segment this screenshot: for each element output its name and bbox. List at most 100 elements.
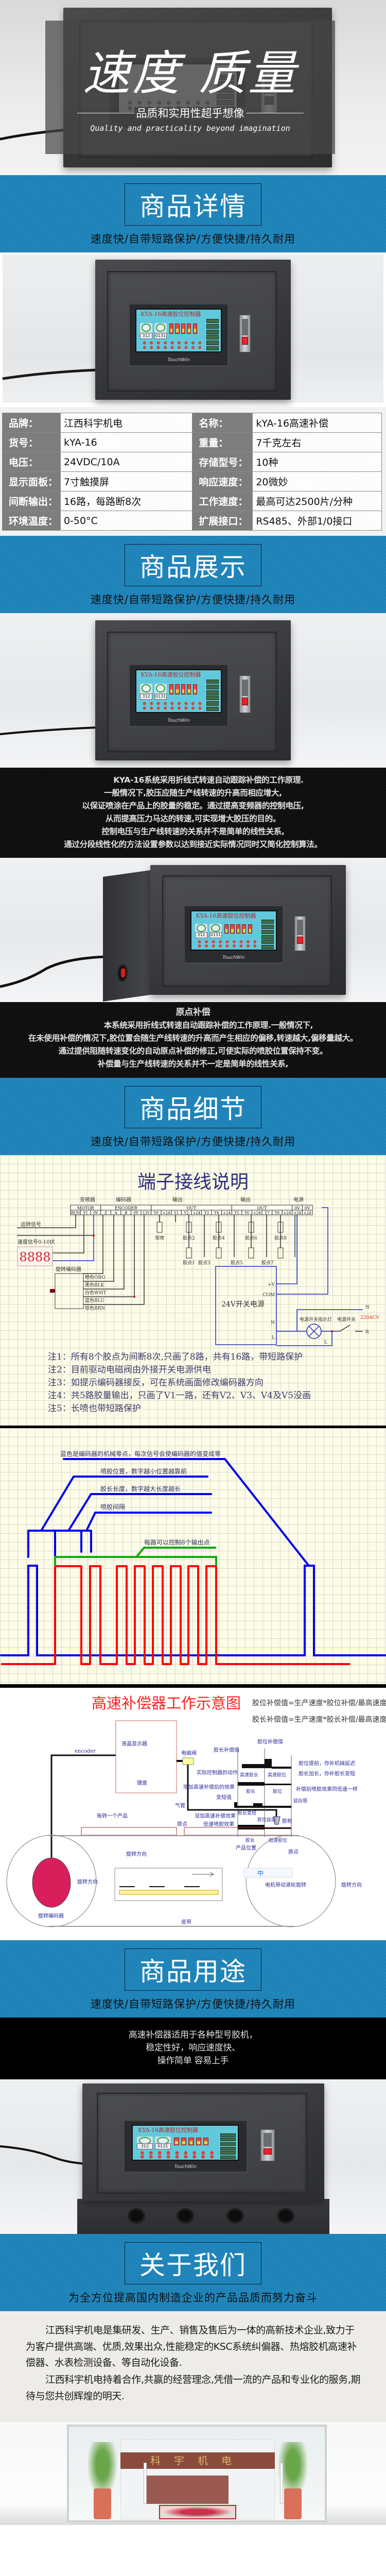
wire-plus-v [276, 1215, 297, 1284]
switch-label: 电源开关 [337, 1316, 356, 1323]
door-latch [294, 916, 306, 951]
hero-subtitle: 品质和实用性超乎想像 [134, 107, 247, 120]
section-subtitle: 速度快/自带短路保护/方便快捷/持久耐用 [90, 1136, 296, 1148]
diagram-label: 变短值 [216, 1794, 232, 1801]
principle-text-band: KYA-16系统采用折线式转速自动跟踪补偿的工作原理.一般情况下,胶压应随生产线… [0, 768, 386, 858]
wire-0v [52, 1215, 94, 1261]
wire-live [276, 1331, 332, 1346]
level-bar [175, 684, 180, 694]
touchscreen-display: KYA-16高速胶位控制器 312 0131 [131, 2125, 239, 2161]
terminal-label: Y3 [204, 1211, 209, 1215]
origin-line: 在未使用补偿的情况下,胶位置会随生产线转速的升高而产生相应的偏移,转速越大,偏移… [28, 1033, 358, 1043]
level-bar [224, 924, 229, 934]
screen-title: KYA-16高速胶位控制器 [138, 2127, 199, 2133]
cable-gland [177, 2208, 194, 2224]
enclosure-door: KYA-16高速胶位控制器 312 0131 TouchWin [107, 631, 277, 752]
terminal-label: B [125, 1211, 127, 1215]
section-title: 商品细节 [125, 1086, 261, 1128]
principle-line: 从而提高压力马达的转速,可实现增大胶压的目的。 [106, 814, 280, 823]
terminal-label: Y0 [153, 1211, 159, 1215]
terminal-label: Y4 [214, 1211, 219, 1215]
section-subtitle: 速度快/自带短路保护/方便快捷/持久耐用 [90, 1998, 296, 2010]
header-label: 输出 [240, 1196, 251, 1203]
psu-pin: N [271, 1320, 275, 1326]
controller-enclosure: KYA-16高速胶位控制器 312 0131 TouchWin [82, 2083, 324, 2201]
brand-logo: TouchWin [174, 2164, 197, 2170]
header-label: 电源 [293, 1196, 304, 1203]
spec-value: kYA-16高速补偿 [252, 413, 382, 433]
wiring-notes: 注1：所有8个胶点为间断8次,只画了8路，共有16路，带短路保护注2：目前驱动电… [48, 1352, 311, 1414]
touchscreen-display: KYA-16高速胶位控制器 312 0131 [190, 910, 277, 951]
terminal-label: 12V [143, 1211, 150, 1215]
door-handle [144, 2463, 147, 2504]
origin-title: 原点补偿 [176, 1007, 210, 1018]
spec-value: 0-50°C [60, 511, 193, 531]
enclosure-door: KYA-16高速胶位控制器 312 0131 TouchWin [162, 875, 332, 987]
level-bar [188, 2137, 194, 2146]
spec-value: 10种 [252, 452, 382, 472]
hero-title: 速度 质量 [82, 46, 298, 101]
level-bar [181, 2137, 187, 2146]
spec-label: 存储型号： [192, 452, 253, 472]
terminal-label: +24 [223, 1211, 231, 1215]
solenoid-valve [182, 1757, 194, 1765]
touchscreen-bezel: KYA-16高速胶位控制器 312 0131 TouchWin [128, 663, 229, 727]
rotary-encoder-box [55, 1273, 84, 1309]
power-cable [0, 2145, 88, 2165]
valve-label: 常喷 [155, 1235, 164, 1241]
diagram-label: 旋转方向 [126, 1851, 147, 1857]
gauge-readout: 312 [139, 332, 153, 339]
product-photo-showcase: KYA-16高速胶位控制器 312 0131 TouchWin [0, 613, 386, 768]
timing-label: 喷胶位置，数字越小位置越靠前 [100, 1467, 187, 1475]
header-label: 变频器 [80, 1196, 95, 1203]
diagram-label: 旋转方向 [77, 1878, 98, 1885]
legend-product-bar [119, 1890, 219, 1895]
enclosure-front-panel [77, 2199, 329, 2234]
gauge-dial [141, 684, 151, 693]
valve-label: 胶点2 [183, 1235, 195, 1241]
product-photo-top: KYA-16高速胶位控制器 312 0131 TouchWin [0, 2079, 386, 2234]
diagram-label: 胶长变短 [238, 1810, 256, 1816]
power-cable [0, 726, 98, 735]
diagram-label: 胶位提前，你补机械延迟 [299, 1760, 355, 1767]
controller-photo: KYA-16高速胶位控制器 312 0131 TouchWin [82, 2083, 324, 2201]
reception-desk [146, 2476, 229, 2504]
power-supply-label: 24V开关电源 [221, 1300, 265, 1309]
gauge-readout: 0131 [209, 932, 222, 939]
diagram-label: 电机带动滚轮旋转 [265, 1882, 306, 1888]
about-paragraph: 江西科宇机电是集研发、生产、销售及售后为一体的高新技术企业,致力于为客户提供高端… [26, 2325, 357, 2368]
indicator-leds [196, 940, 256, 948]
spec-label: 间断输出： [2, 491, 61, 511]
encoder-label: encoder [75, 1749, 96, 1754]
gauge-dial [155, 324, 166, 332]
divider [0, 1684, 386, 1688]
gauge: 312 [137, 2137, 153, 2150]
terminal-label: +24 [293, 1211, 301, 1215]
door-latch [239, 675, 251, 714]
diagram-label: 胶长加长，你补胶长变短 [299, 1770, 355, 1777]
wire-neutral [276, 1309, 363, 1332]
gauge: 312 [195, 923, 208, 939]
level-bar [192, 324, 197, 334]
cable-gland [226, 2208, 244, 2224]
encoder-label: 旋转编码器 [56, 1266, 81, 1273]
gauge: 0131 [209, 923, 222, 939]
timing-label: 喷胶间隔 [100, 1503, 125, 1511]
touchscreen-bezel: KYA-16高速胶位控制器 312 0131 TouchWin [128, 302, 229, 367]
product-photo-angled: KYA-16高速胶位控制器 312 0131 TouchWin [0, 858, 386, 1002]
diagram-label: 高速胶位 [268, 1772, 286, 1778]
diagram-label: 延后值 [293, 1798, 307, 1804]
section-title: 商品详情 [125, 183, 261, 226]
enclosure-side-panel [103, 870, 150, 1002]
glue-gun-icon [273, 1816, 280, 1825]
right-roller [245, 1835, 336, 1927]
conveyor-product [81, 1827, 177, 1836]
gauge-readout: 0131 [154, 693, 167, 700]
zero-signal [0, 1565, 386, 1656]
terminal-label: Y1 [173, 1211, 179, 1215]
diagram-label: 低速胶位 [269, 1837, 287, 1843]
outputs-bracket [54, 1547, 217, 1566]
gauge-readout: 312 [137, 2143, 153, 2150]
